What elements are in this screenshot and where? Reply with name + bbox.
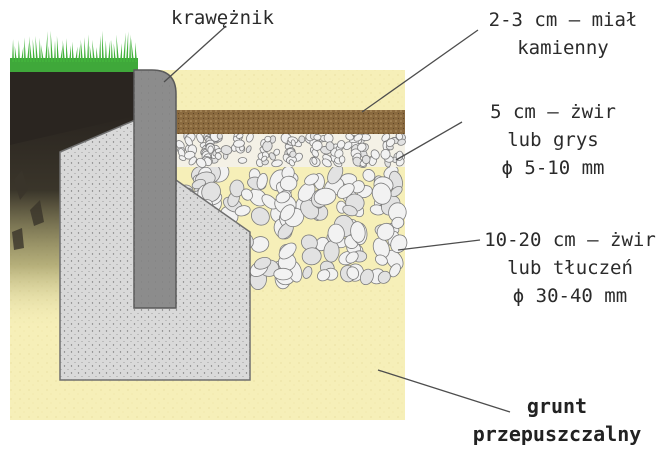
label-stone-dust: 2-3 cm – miał kamienny <box>478 6 648 62</box>
stone <box>229 179 245 198</box>
stone <box>214 148 222 154</box>
label-curb: krawężnik <box>171 7 274 29</box>
stone <box>380 149 391 160</box>
stone <box>327 223 345 244</box>
stone <box>245 145 252 154</box>
stone <box>260 155 268 162</box>
stone <box>374 254 388 266</box>
stone <box>313 187 337 206</box>
label-grit-line1: 5 cm – żwir <box>490 101 616 123</box>
stone <box>371 182 392 205</box>
stone <box>377 270 391 284</box>
stone <box>298 135 306 144</box>
stone <box>361 154 371 165</box>
stone <box>389 263 401 278</box>
label-stone-dust-line2: kamienny <box>517 37 609 59</box>
stone <box>256 172 268 190</box>
stone <box>237 157 248 164</box>
stone <box>343 141 353 151</box>
stone <box>233 139 245 148</box>
stone <box>311 149 319 158</box>
label-soil-line2: przepuszczalny <box>472 422 642 446</box>
stone <box>304 173 319 186</box>
stone <box>289 150 297 158</box>
stone <box>350 221 366 243</box>
grit-stones <box>175 131 406 168</box>
label-soil: grunt przepuszczalny <box>452 392 662 448</box>
stone <box>359 268 374 286</box>
stone <box>264 135 272 143</box>
stone <box>234 205 251 217</box>
stone <box>362 169 376 182</box>
label-gravel: 10-20 cm – żwir lub tłuczeń ϕ 30-40 mm <box>478 226 662 310</box>
stone <box>345 251 359 264</box>
stone <box>336 140 346 149</box>
stone <box>196 157 207 168</box>
stone <box>302 266 313 279</box>
stone <box>311 140 323 151</box>
grass <box>10 30 138 72</box>
label-stone-dust-line1: 2-3 cm – miał <box>488 9 638 31</box>
label-gravel-line2: lub tłuczeń <box>507 257 633 279</box>
stone <box>253 257 272 270</box>
stone <box>275 191 291 204</box>
label-soil-line1: grunt <box>526 394 588 418</box>
stone <box>301 234 318 251</box>
label-gravel-line3: ϕ 30-40 mm <box>512 285 628 307</box>
stone <box>336 183 355 199</box>
stone <box>357 142 367 152</box>
stone <box>325 141 335 151</box>
stone <box>346 266 360 280</box>
stone <box>271 159 283 168</box>
label-grit-line2: lub grys <box>507 129 599 151</box>
stone <box>376 222 395 241</box>
stone <box>370 149 380 160</box>
stone <box>241 188 253 201</box>
stone <box>214 152 222 160</box>
stone <box>317 269 331 282</box>
label-grit-line3: ϕ 5-10 mm <box>501 157 605 179</box>
stone <box>386 138 396 148</box>
stone <box>278 242 297 260</box>
stone <box>178 155 187 161</box>
stone <box>273 148 281 156</box>
stone <box>251 207 270 226</box>
stone <box>279 175 298 192</box>
stone <box>207 145 214 154</box>
leader-line-grit <box>395 121 463 161</box>
label-grit: 5 cm – żwir lub grys ϕ 5-10 mm <box>478 98 628 182</box>
leader-line-soil <box>377 369 511 413</box>
stone <box>313 133 322 141</box>
stone <box>188 156 197 166</box>
stone <box>321 158 332 168</box>
leader-line-gravel <box>397 239 481 251</box>
stone <box>301 247 322 266</box>
stone <box>288 159 295 167</box>
label-gravel-line1: 10-20 cm – żwir <box>484 229 656 251</box>
stone-dust-layer <box>176 110 405 134</box>
stone <box>290 139 296 147</box>
stone <box>353 133 363 142</box>
stone <box>390 234 408 253</box>
stone <box>279 204 296 221</box>
stone <box>338 155 346 164</box>
leader-line-curb <box>163 25 227 83</box>
stone <box>391 216 405 229</box>
stone <box>342 204 358 217</box>
stone <box>273 267 293 281</box>
stone <box>311 157 318 165</box>
leader-line-dust <box>361 29 479 113</box>
